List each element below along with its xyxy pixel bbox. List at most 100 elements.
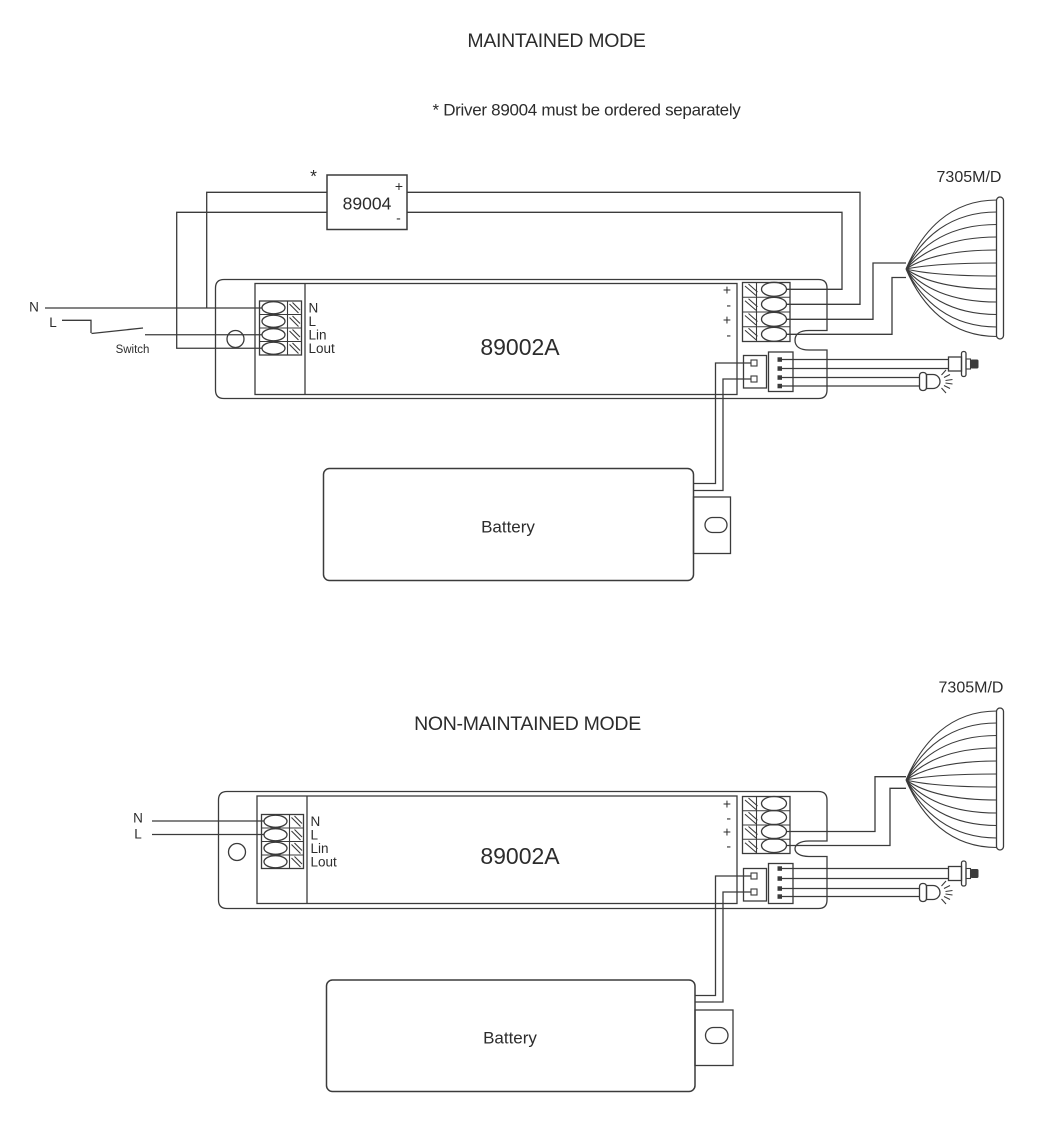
output-label-plus1: + [723,281,731,297]
battery-plug [694,1009,734,1067]
emergency-driver-unit: 89002A N L Lin Lout [217,790,828,910]
terminal-label-lout: Lout [309,341,336,356]
maintained-diagram: MAINTAINED MODE * Driver 89004 must be o… [29,30,1005,582]
terminal-label-n: N [309,300,319,315]
screw-terminal-hatch [288,328,301,341]
unit-model-label: 89002A [480,334,560,360]
terminal-oval [263,841,288,855]
battery-wire-1 [695,875,751,997]
lamp-model-label: 7305M/D [939,680,1004,697]
terminal-oval [760,837,788,854]
battery-wire-1 [694,362,751,485]
non-maintained-wires [152,776,949,1003]
accessory-connector-4pin [767,862,794,905]
input-terminal-block: N L Lin Lout [260,814,338,869]
separate-driver-note: * Driver 89004 must be ordered separatel… [432,101,741,120]
driver-plus-label: + [395,178,403,194]
battery-plug-slot [704,516,728,534]
battery-connector-2pin [742,354,768,389]
terminal-label-l: L [311,827,319,842]
led-indicator-icon [918,880,954,905]
terminal-oval [261,341,286,355]
screw-terminal-hatch [288,301,301,314]
lamp-model-label: 7305M/D [937,169,1002,186]
screw-terminal-hatch [744,840,759,853]
battery-wire-2 [694,378,751,492]
lout-to-driver-wire [176,211,327,349]
driver-minus-label: - [396,210,401,226]
battery-label: Battery [483,1029,537,1048]
terminal-oval [760,311,788,327]
driver-input-plus-wire [206,191,327,308]
terminal-oval [760,809,788,826]
mains-live-label: L [49,315,57,330]
unit-enclosure [217,790,828,910]
terminal-label-lin: Lin [311,841,329,856]
test-switch-icon [947,350,980,378]
lamp-minus-wire [787,276,906,335]
screw-terminal-hatch [290,842,303,855]
battery-box: Battery [322,467,732,582]
emergency-driver-unit: 89002A N L Lin Lout [214,278,828,400]
driver-89004-box: 89004 + - * [310,166,408,231]
lamp-plus-wire [787,262,906,320]
switch-blade [91,327,144,335]
terminal-oval [261,314,286,328]
battery-plug-slot [704,1026,729,1045]
output-terminal-block: + - + - [723,795,791,855]
battery-plug [692,496,732,555]
driver-output-plus-wire [407,191,861,305]
accessory-connector-4pin [767,351,794,393]
led-indicator-icon [918,369,954,394]
output-label-minus2: - [726,838,731,854]
screw-terminal-hatch [290,815,303,828]
mains-live-label: L [134,827,142,842]
terminal-label-l: L [309,314,317,329]
screw-terminal-hatch [744,298,759,311]
driver-asterisk: * [310,166,317,186]
non-maintained-diagram: NON-MAINTAINED MODE N L 89002A [133,680,1005,1093]
output-terminal-block: + - + - [723,281,791,342]
terminal-oval [263,855,288,869]
output-label-plus2: + [723,824,731,840]
battery-label: Battery [481,518,535,537]
lamp-plus-wire [787,776,906,833]
battery-box: Battery [325,979,734,1093]
mounting-hole [227,842,247,862]
screw-terminal-hatch [744,825,759,839]
mains-neutral-label: N [29,300,39,315]
terminal-oval [760,296,788,312]
unit-body [254,282,738,396]
input-terminal-block: N L Lin Lout [258,300,336,356]
unit-body [256,795,738,905]
lamp-minus-wire [787,787,906,847]
screw-terminal-hatch [288,342,301,355]
mains-neutral-label: N [133,811,143,826]
terminal-oval [760,326,788,342]
lamp-reflector [905,707,1005,851]
screw-terminal-hatch [744,811,759,825]
screw-terminal-hatch [290,855,303,868]
output-label-plus1: + [723,796,731,812]
output-label-plus2: + [723,311,731,327]
terminal-oval [261,301,286,315]
mounting-hole [226,329,245,349]
screw-terminal-hatch [744,797,759,811]
terminal-oval [760,281,788,297]
maintained-title: MAINTAINED MODE [467,30,646,52]
screw-terminal-hatch [744,312,759,326]
unit-model-label: 89002A [480,843,560,869]
switch-label: Switch [116,344,150,356]
test-switch-icon [947,860,980,887]
screw-terminal-hatch [288,315,301,328]
lamp-reflector [905,196,1005,340]
screw-terminal-hatch [290,828,303,841]
screw-terminal-hatch [744,327,759,341]
terminal-label-lout: Lout [311,854,338,869]
live-wire [62,319,92,333]
driver-output-minus-wire [407,211,843,290]
terminal-oval [760,795,788,812]
terminal-oval [263,814,288,828]
